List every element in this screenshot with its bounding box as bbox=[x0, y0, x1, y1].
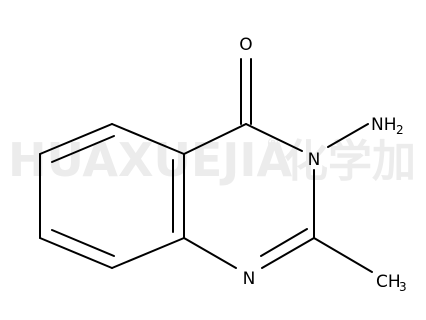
c4a-c5-bond bbox=[111, 123, 185, 155]
oxygen-label: O bbox=[239, 35, 252, 55]
methyl-label: CH bbox=[376, 272, 401, 292]
amino-subscript: 2 bbox=[396, 123, 404, 137]
c7-c8-bond-inner bbox=[51, 229, 115, 257]
bonds bbox=[39, 58, 373, 273]
c5-c6-bond-inner bbox=[51, 135, 115, 163]
c5-c6-bond bbox=[39, 123, 113, 155]
amino-group-label: NH 2 bbox=[371, 115, 404, 137]
c2-n1-bond bbox=[261, 237, 315, 269]
n1-c8a-bond bbox=[183, 237, 237, 269]
nitrogen-1-label: N bbox=[243, 269, 256, 289]
c8-c8a-bond bbox=[111, 237, 185, 269]
watermark-chinese: 化学加 bbox=[284, 136, 416, 187]
methyl-group-label: CH 3 bbox=[376, 272, 407, 294]
n-amino-bond bbox=[327, 123, 369, 148]
atom-labels: O N N NH 2 CH 3 bbox=[239, 35, 406, 294]
nitrogen-3-label: N bbox=[308, 150, 321, 170]
methyl-subscript: 3 bbox=[399, 280, 407, 294]
c2-n1-bond-inner bbox=[260, 228, 308, 257]
c2-methyl-bond bbox=[313, 237, 373, 273]
c7-c8-bond bbox=[39, 237, 113, 269]
amino-label: NH bbox=[371, 115, 397, 135]
watermark-registered-mark: ® bbox=[266, 136, 280, 152]
c4a-c4-bond bbox=[183, 123, 247, 155]
watermark-latin: HUAXUEJIA bbox=[8, 133, 293, 187]
c4-n3-bond bbox=[245, 123, 303, 152]
